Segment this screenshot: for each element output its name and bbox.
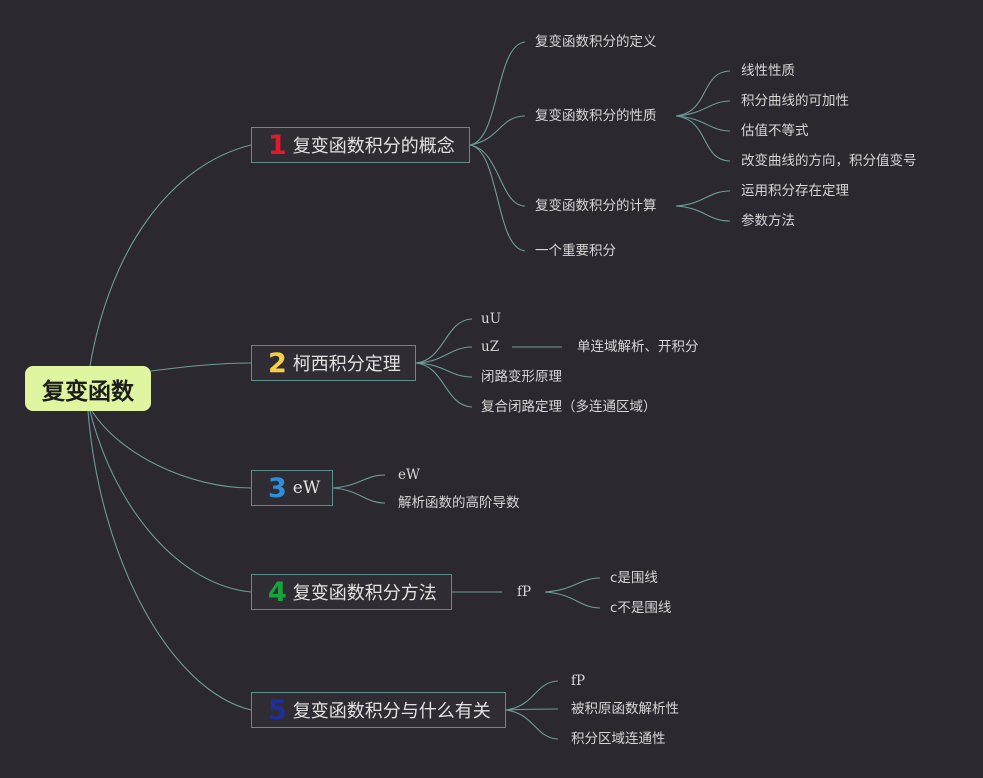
leaf-b2-c2[interactable]: uZ xyxy=(481,339,500,355)
link-b2-c2 xyxy=(415,346,473,364)
branch-label-4: 复变函数积分方法 xyxy=(292,583,437,604)
link-root-branch-5 xyxy=(87,410,252,711)
link-b1-c3-g1 xyxy=(675,190,731,207)
link-b1-c2-g2 xyxy=(675,100,731,117)
link-b4-c1-g1 xyxy=(544,577,601,593)
link-b2-c1 xyxy=(415,318,473,364)
leaf-b1-c2-g4[interactable]: 改变曲线的方向，积分值变号 xyxy=(741,153,917,169)
link-b4-c1-g2 xyxy=(544,591,601,609)
root-node[interactable]: 复变函数 xyxy=(25,366,151,411)
leaf-b4-c1[interactable]: fP xyxy=(517,584,532,600)
link-b1-c3-g2 xyxy=(675,205,731,222)
leaf-b4-c1-g1[interactable]: c是围线 xyxy=(610,570,658,586)
leaf-b2-c2-g1[interactable]: 单连域解析、开积分 xyxy=(577,339,699,355)
link-b2-c4 xyxy=(415,362,473,408)
link-b2-c3 xyxy=(415,362,473,378)
link-b3-c2 xyxy=(332,487,386,504)
branch-label-1: 复变函数积分的概念 xyxy=(292,136,455,157)
leaf-b3-c2[interactable]: 解析函数的高阶导数 xyxy=(398,495,520,511)
link-root-branch-1 xyxy=(89,144,252,367)
branch-label-2: 柯西积分定理 xyxy=(292,354,401,375)
leaf-b1-c1[interactable]: 复变函数积分的定义 xyxy=(535,34,657,50)
link-b1-c3 xyxy=(469,144,526,207)
link-b1-c1 xyxy=(469,41,526,146)
leaf-b5-c1[interactable]: fP xyxy=(571,673,586,689)
branch-node-1[interactable]: 1 复变函数积分的概念 xyxy=(251,127,470,163)
branch-label-3: eW xyxy=(292,478,321,498)
branch-node-3[interactable]: 3 eW xyxy=(251,470,333,506)
link-b5-c1 xyxy=(505,680,559,711)
leaf-b1-c3-g2[interactable]: 参数方法 xyxy=(741,213,795,229)
link-b1-c2-g4 xyxy=(675,115,731,162)
link-root-branch-3 xyxy=(91,410,252,489)
leaf-b1-c2-g3[interactable]: 估值不等式 xyxy=(741,123,809,139)
link-root-branch-2 xyxy=(150,362,252,372)
leaf-b4-c1-g2[interactable]: c不是围线 xyxy=(610,600,672,616)
branch-node-4[interactable]: 4 复变函数积分方法 xyxy=(251,574,452,610)
link-b1-c2-g1 xyxy=(675,70,731,117)
leaf-b5-c2[interactable]: 被积原函数解析性 xyxy=(571,701,679,717)
leaf-b1-c2-g1[interactable]: 线性性质 xyxy=(741,63,795,79)
leaf-b1-c3-g1[interactable]: 运用积分存在定理 xyxy=(741,183,849,199)
leaf-b1-c2-g2[interactable]: 积分曲线的可加性 xyxy=(741,93,849,109)
branch-label-5: 复变函数积分与什么有关 xyxy=(292,701,491,722)
branch-number-1: 1 xyxy=(268,129,287,161)
link-b5-c2 xyxy=(505,708,559,711)
link-root-branch-4 xyxy=(89,410,252,593)
leaf-b3-c1[interactable]: eW xyxy=(398,467,420,483)
leaf-b1-c3[interactable]: 复变函数积分的计算 xyxy=(535,198,657,214)
leaf-b2-c4[interactable]: 复合闭路定理（多连通区域） xyxy=(481,399,657,415)
branch-number-4: 4 xyxy=(268,576,287,608)
leaf-b2-c1[interactable]: uU xyxy=(481,311,502,327)
link-b3-c1 xyxy=(332,474,386,489)
link-b1-c4 xyxy=(469,144,526,252)
root-label: 复变函数 xyxy=(42,378,134,405)
leaf-b2-c3[interactable]: 闭路变形原理 xyxy=(481,369,562,385)
branch-number-2: 2 xyxy=(268,347,287,379)
branch-node-5[interactable]: 5 复变函数积分与什么有关 xyxy=(251,692,506,728)
branch-number-5: 5 xyxy=(268,694,287,726)
branch-number-3: 3 xyxy=(268,472,287,504)
leaf-b1-c2[interactable]: 复变函数积分的性质 xyxy=(535,108,657,124)
leaf-b5-c3[interactable]: 积分区域连通性 xyxy=(571,731,666,747)
link-b5-c3 xyxy=(505,709,559,740)
branch-node-2[interactable]: 2 柯西积分定理 xyxy=(251,345,416,381)
link-b1-c2 xyxy=(469,115,526,146)
leaf-b1-c4[interactable]: 一个重要积分 xyxy=(535,243,616,259)
